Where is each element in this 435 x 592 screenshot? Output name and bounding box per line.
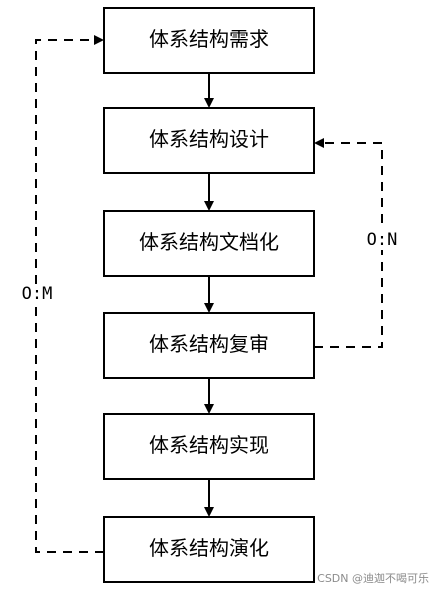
- node-review: 体系结构复审: [103, 312, 315, 379]
- right-feedback-loop-path: [314, 138, 383, 348]
- svg-text:体系结构复审: 体系结构复审: [149, 332, 269, 356]
- node-implementation: 体系结构实现: [103, 413, 315, 480]
- svg-text:体系结构设计: 体系结构设计: [149, 127, 269, 151]
- right-loop-label-bg: [365, 230, 399, 250]
- right-loop-label: O:N: [367, 230, 398, 250]
- left-loop-label: O:M: [22, 284, 53, 304]
- node-documentation: 体系结构文档化: [103, 210, 315, 277]
- left-loop-label-bg: [20, 284, 54, 304]
- svg-text:体系结构文档化: 体系结构文档化: [139, 230, 279, 254]
- watermark: CSDN @迪迦不喝可乐: [317, 572, 429, 585]
- node-design: 体系结构设计: [103, 107, 315, 174]
- svg-text:体系结构需求: 体系结构需求: [149, 27, 269, 51]
- svg-text:体系结构演化: 体系结构演化: [149, 536, 269, 560]
- node-evolution: 体系结构演化: [103, 516, 315, 583]
- node-requirements: 体系结构需求: [103, 7, 315, 74]
- svg-text:体系结构实现: 体系结构实现: [149, 433, 269, 457]
